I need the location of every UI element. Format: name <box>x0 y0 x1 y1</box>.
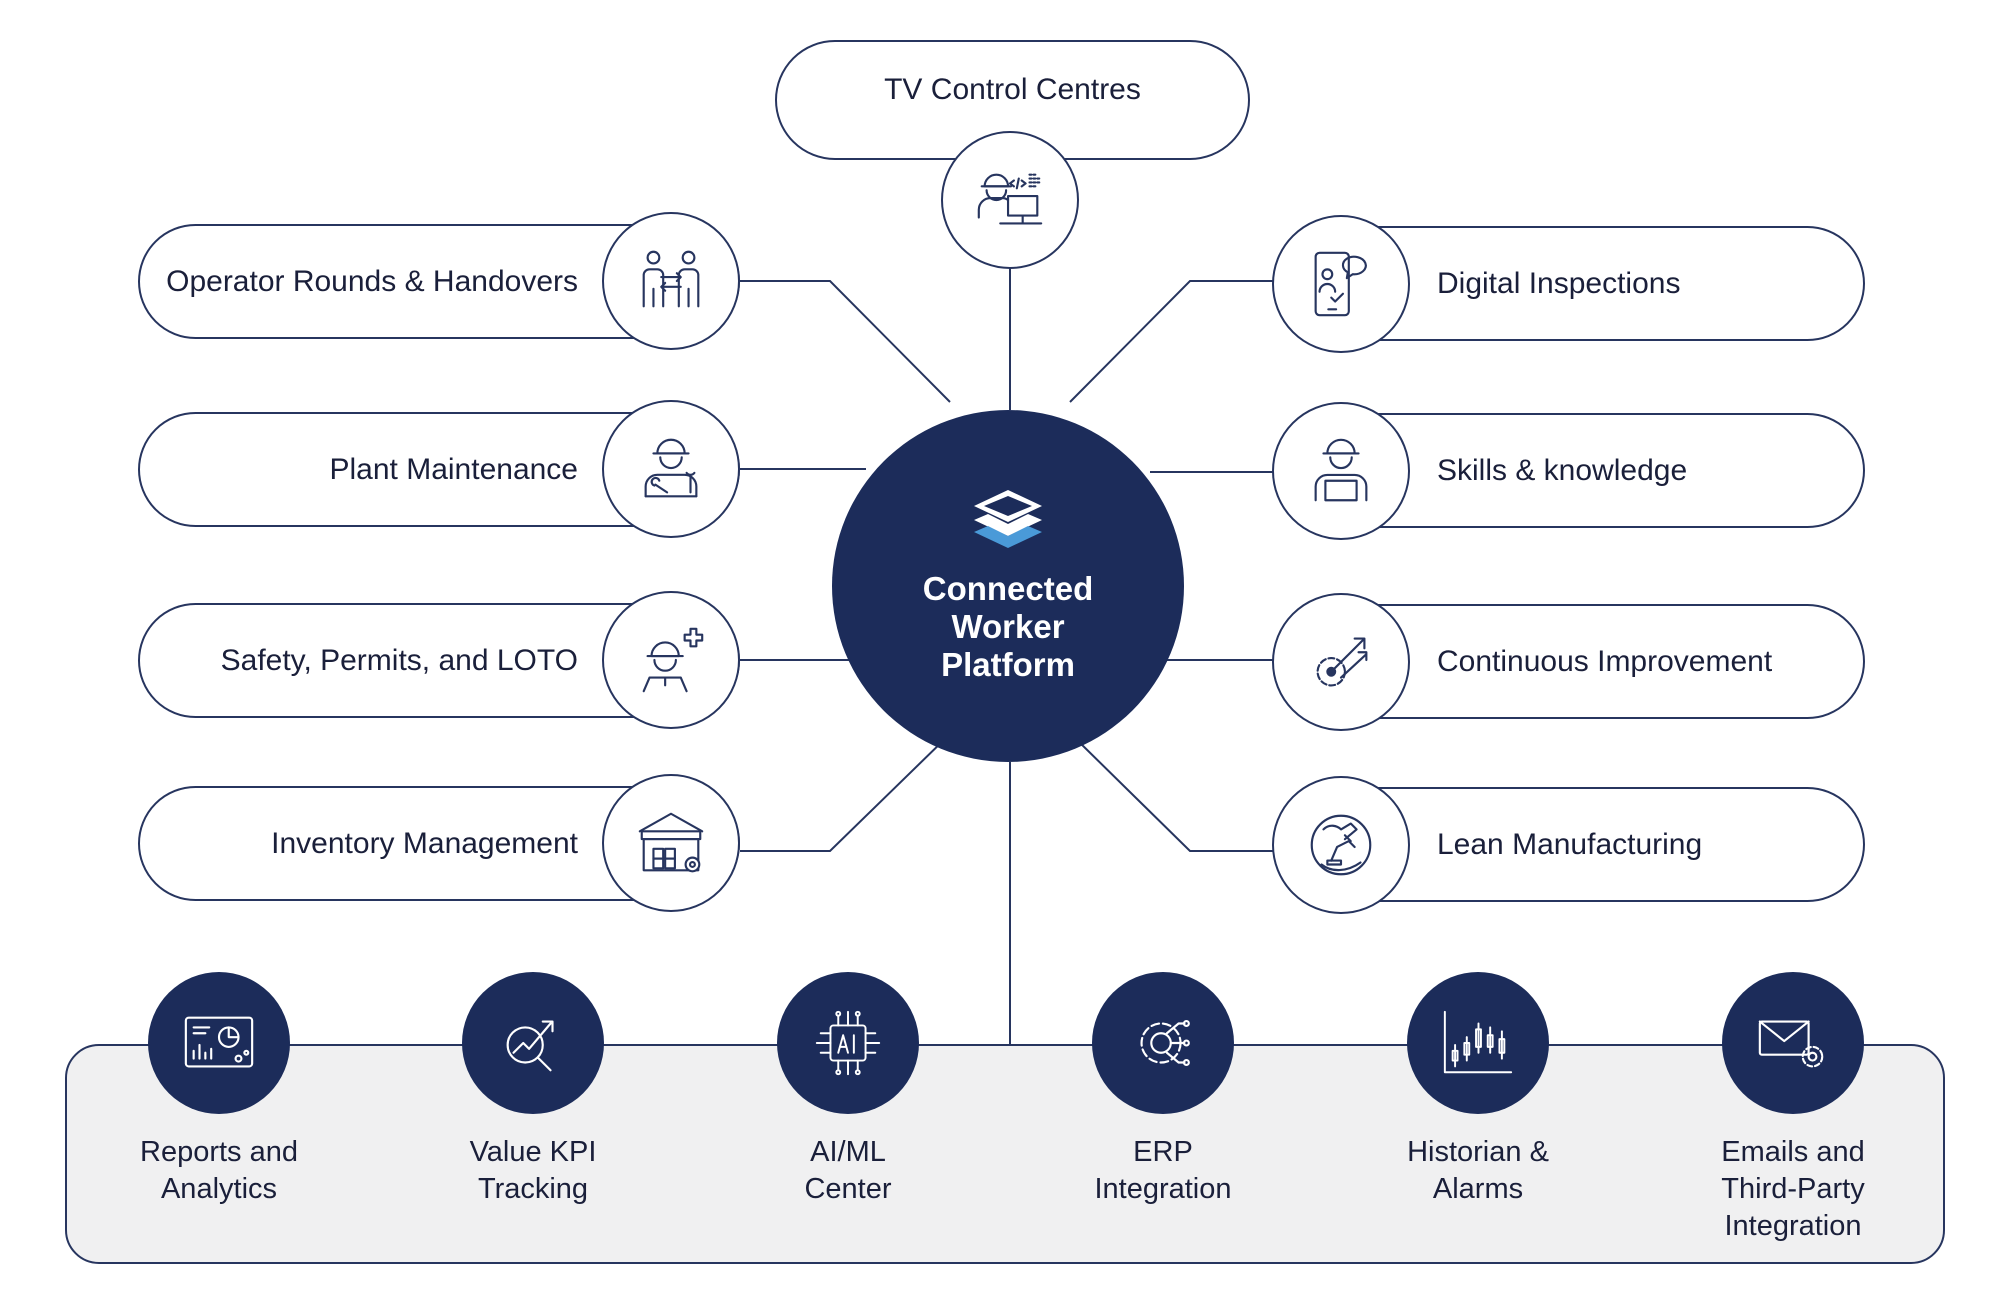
pill-label: Continuous Improvement <box>1437 644 1773 678</box>
icon-circle-operator-rounds <box>602 212 740 350</box>
safety-worker-icon <box>642 627 704 693</box>
pill-label: Skills & knowledge <box>1437 453 1688 487</box>
pill-label: Operator Rounds & Handovers <box>166 264 578 298</box>
icon-circle-safety <box>602 591 740 729</box>
phone-inspection-icon <box>1314 251 1367 317</box>
gear-arrows-icon <box>1316 637 1368 687</box>
maintenance-worker-icon <box>644 438 698 498</box>
bottom-circle-reports <box>148 972 290 1114</box>
ai-chip-icon <box>815 1010 881 1076</box>
icon-circle-continuous-improvement <box>1272 593 1410 731</box>
dashboard-icon <box>184 1016 254 1068</box>
email-gear-icon <box>1758 1020 1824 1068</box>
hub-title-line3: Platform <box>941 646 1075 683</box>
bottom-label-historian: Historian & Alarms <box>1407 1136 1549 1205</box>
candlestick-chart-icon <box>1443 1010 1513 1074</box>
pill-label: Plant Maintenance <box>329 452 579 486</box>
bottom-circle-aiml <box>777 972 919 1114</box>
control-room-worker-icon <box>977 173 1043 225</box>
icon-circle-digital-inspections <box>1272 215 1410 353</box>
hub-title-line1: Connected <box>922 570 1094 607</box>
bottom-label-reports: Reports and Analytics <box>140 1136 298 1205</box>
pill-label: Safety, Permits, and LOTO <box>220 643 578 677</box>
icon-circle-lean <box>1272 776 1410 914</box>
worker-tablet-icon <box>1314 438 1368 502</box>
bottom-circle-erp <box>1092 972 1234 1114</box>
integrations-panel <box>65 1044 1945 1264</box>
platform-logo-icon <box>974 490 1042 548</box>
bottom-label-emails: Emails and Third-Party Integration <box>1721 1136 1865 1242</box>
hub-title-line2: Worker <box>951 608 1065 645</box>
icon-circle-inventory <box>602 774 740 912</box>
icon-circle-skills <box>1272 402 1410 540</box>
gear-circuit-icon <box>1140 1019 1190 1067</box>
bottom-circle-historian <box>1407 972 1549 1114</box>
robot-arm-hand-icon <box>1310 814 1372 876</box>
icon-circle-tv-control <box>941 131 1079 269</box>
bottom-circle-emails <box>1722 972 1864 1114</box>
pill-label: Lean Manufacturing <box>1437 827 1703 861</box>
bottom-label-kpi: Value KPI Tracking <box>469 1136 597 1205</box>
pill-label: TV Control Centres <box>884 73 1141 106</box>
bottom-label-aiml: AI/ML Center <box>804 1136 892 1205</box>
kpi-magnifier-icon <box>506 1020 554 1072</box>
icon-circle-plant-maintenance <box>602 400 740 538</box>
bottom-circle-kpi <box>462 972 604 1114</box>
handover-workers-icon <box>642 250 700 308</box>
pill-label: Digital Inspections <box>1437 266 1681 300</box>
bottom-label-erp: ERP Integration <box>1094 1136 1232 1205</box>
hub-connected-worker-platform: Connected Worker Platform <box>832 410 1184 762</box>
pill-label: Inventory Management <box>271 826 578 860</box>
warehouse-icon <box>638 812 704 873</box>
